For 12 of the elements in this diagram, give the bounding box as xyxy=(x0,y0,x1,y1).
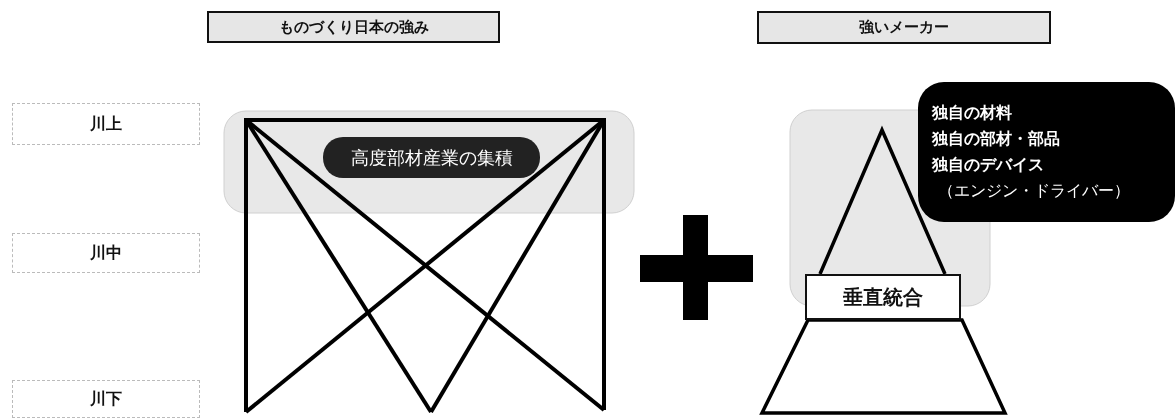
pill-label: 高度部材産業の集積 xyxy=(323,137,540,178)
callout-line: 独自の材料 xyxy=(932,102,1012,124)
label-box: 垂直統合 xyxy=(805,274,961,320)
level-label: 川上 xyxy=(12,103,200,145)
callout-line: （エンジン・ドライバー） xyxy=(937,180,1130,202)
callout-line: 独自の部材・部品 xyxy=(932,128,1060,150)
heading-box: ものづくり日本の強み xyxy=(207,11,500,43)
callout-box xyxy=(918,82,1175,222)
level-label: 川下 xyxy=(12,380,200,418)
callout-line: 独自のデバイス xyxy=(932,154,1044,176)
level-label: 川中 xyxy=(12,233,200,273)
heading-box: 強いメーカー xyxy=(757,11,1051,44)
